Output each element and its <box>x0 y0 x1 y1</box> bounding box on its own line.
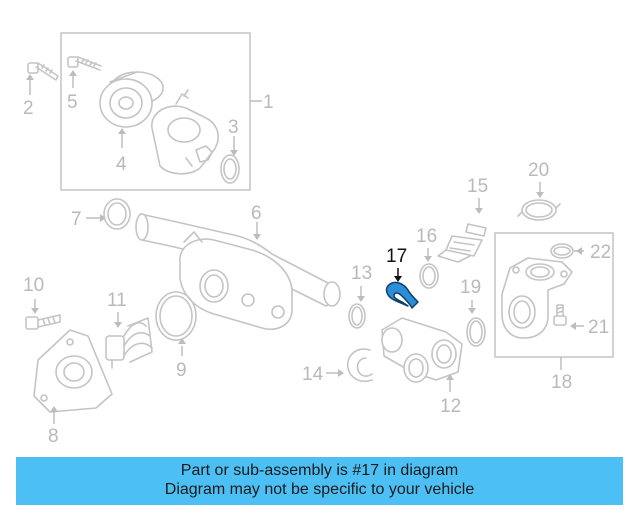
o-ring-16 <box>419 263 439 289</box>
sensor-15 <box>437 223 487 263</box>
water-pump <box>151 89 219 175</box>
coolant-pipe-housing-6 <box>135 213 341 330</box>
pulley-4 <box>99 71 164 128</box>
gasket-20 <box>517 199 561 221</box>
o-ring-3 <box>220 154 240 184</box>
clip-14 <box>346 348 373 383</box>
water-outlet-18 <box>501 257 573 339</box>
label-4: 4 <box>116 154 127 175</box>
parts-diagram: 1 2 5 4 3 7 <box>23 32 614 447</box>
label-5: 5 <box>67 92 78 113</box>
label-19: 19 <box>460 277 481 298</box>
label-9: 9 <box>176 360 187 381</box>
label-16: 16 <box>416 226 437 247</box>
thermostat-11 <box>105 317 153 369</box>
label-18: 18 <box>551 372 572 393</box>
bolt-10 <box>25 314 61 330</box>
bolt-21 <box>553 304 567 326</box>
label-6: 6 <box>251 203 262 224</box>
thermostat-cover-8 <box>33 329 113 413</box>
label-1: 1 <box>263 92 274 113</box>
o-ring-19 <box>466 317 486 347</box>
banner-line-2: Diagram may not be specific to your vehi… <box>164 481 475 498</box>
label-20: 20 <box>528 160 549 181</box>
o-ring-13 <box>348 303 366 329</box>
gasket-9 <box>155 291 197 341</box>
label-22: 22 <box>590 242 611 263</box>
info-banner: Part or sub-assembly is #17 in diagram D… <box>16 457 623 505</box>
label-17: 17 <box>386 246 407 267</box>
label-10: 10 <box>23 275 44 296</box>
banner-line-1: Part or sub-assembly is #17 in diagram <box>180 462 459 479</box>
label-7: 7 <box>71 209 82 230</box>
housing-12 <box>381 317 463 383</box>
label-15: 15 <box>467 176 488 197</box>
assembly-18-box <box>494 232 614 358</box>
label-14: 14 <box>302 364 324 385</box>
label-21: 21 <box>588 317 609 338</box>
retaining-clip-17 <box>385 281 419 309</box>
label-2: 2 <box>23 98 34 119</box>
label-11: 11 <box>107 290 127 311</box>
label-8: 8 <box>48 426 59 447</box>
label-12: 12 <box>440 396 461 417</box>
o-ring-22 <box>550 243 574 259</box>
assembly-1-box <box>60 32 251 191</box>
o-ring-7 <box>103 198 131 230</box>
bolt-5 <box>67 56 102 71</box>
label-3: 3 <box>228 117 239 138</box>
label-13: 13 <box>351 263 372 284</box>
bolt-2 <box>27 62 59 81</box>
